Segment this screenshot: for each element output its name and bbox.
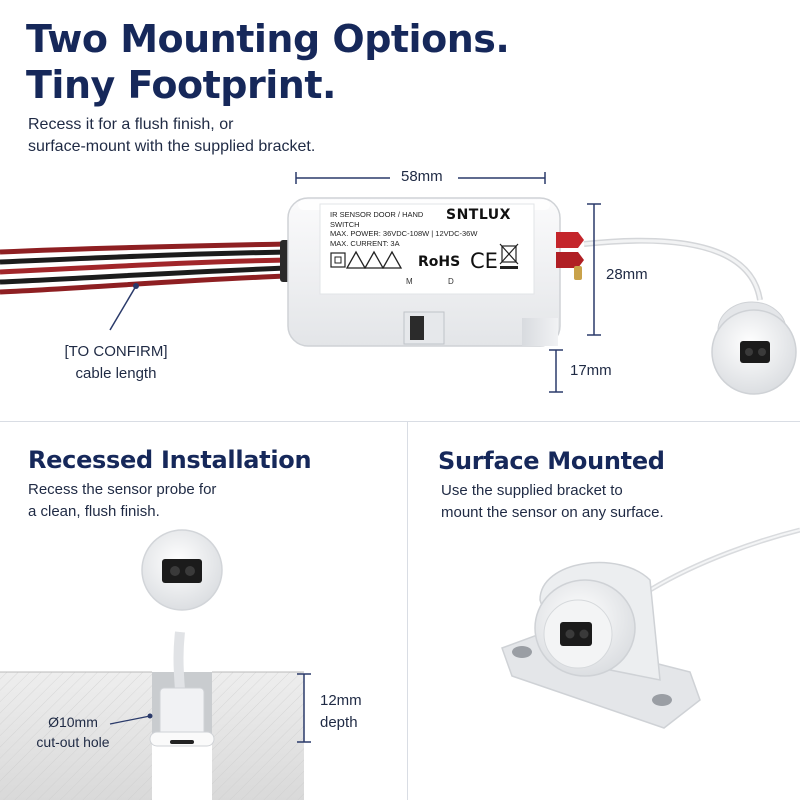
hole-note-line-2: cut-out hole [36, 734, 110, 750]
depth-dimension-line [549, 349, 563, 393]
height-dimension: 28mm [606, 266, 648, 283]
recess-depth-dimension-line [297, 673, 311, 743]
width-dimension: 58mm [401, 168, 443, 185]
depth-note-line-2: depth [320, 714, 358, 731]
surface-description: Use the supplied bracket to mount the se… [441, 480, 664, 524]
spade-terminals [556, 232, 584, 280]
section-divider-horizontal [0, 421, 800, 422]
hole-note-line-1: Ø10mm [48, 714, 98, 730]
headline-line-2: Tiny Footprint. [26, 63, 336, 107]
height-dimension-line [587, 203, 601, 336]
headline-line-1: Two Mounting Options. [26, 17, 510, 61]
subheadline: Recess it for a flush finish, or surface… [28, 114, 315, 158]
mode-label-d: D [448, 277, 454, 286]
label-line-4: MAX. CURRENT: 3A [330, 238, 400, 248]
subheadline-line-1: Recess it for a flush finish, or [28, 116, 234, 133]
label-line-1: IR SENSOR DOOR / HAND [330, 210, 424, 219]
section-divider-vertical [407, 421, 408, 800]
recessed-description: Recess the sensor probe for a clean, flu… [28, 479, 216, 523]
rohs-mark: RoHS [418, 254, 461, 270]
surface-desc-line-1: Use the supplied bracket to [441, 482, 623, 499]
sensor-probe [711, 301, 797, 395]
label-line-3: MAX. POWER: 36VDC-108W | 12VDC-36W [330, 229, 478, 238]
surface-desc-line-2: mount the sensor on any surface. [441, 504, 664, 521]
cable-pointer-dot [133, 283, 139, 289]
probe-front-view [141, 529, 223, 611]
cable-length-note: [TO CONFIRM] cable length [56, 341, 176, 385]
depth-dimension: 17mm [570, 362, 612, 379]
hole-size-note: Ø10mm cut-out hole [28, 712, 118, 752]
cable-note-line-2: cable length [75, 365, 157, 382]
depth-note-line-1: 12mm [320, 692, 362, 709]
hole-pointer-line [109, 715, 151, 725]
wire-bundle [0, 240, 292, 295]
recessed-desc-line-2: a clean, flush finish. [28, 503, 160, 520]
cable-note-line-1: [TO CONFIRM] [64, 343, 168, 360]
controller-box [287, 197, 561, 347]
subheadline-line-2: surface-mount with the supplied bracket. [28, 138, 316, 155]
mode-label-m: M [406, 277, 413, 286]
cross-section [0, 631, 304, 800]
label-line-2: SWITCH [330, 219, 360, 229]
brand-logo: SNTLUX [446, 207, 511, 223]
ce-mark: CE [470, 249, 498, 273]
recess-depth-note: 12mm depth [320, 690, 362, 734]
recessed-title: Recessed Installation [28, 446, 312, 474]
recessed-desc-line-1: Recess the sensor probe for [28, 481, 217, 498]
device-label-text: IR SENSOR DOOR / HAND SWITCH MAX. POWER:… [330, 210, 477, 248]
cable-pointer-line [109, 285, 137, 331]
headline: Two Mounting Options. Tiny Footprint. [26, 16, 510, 108]
width-dimension-line [295, 172, 546, 184]
surface-bracket [501, 527, 800, 729]
surface-title: Surface Mounted [438, 447, 665, 475]
